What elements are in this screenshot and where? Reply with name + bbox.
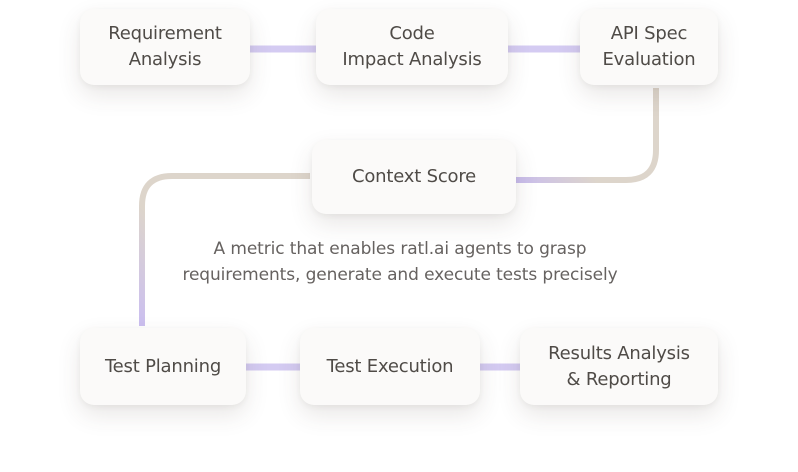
context-score-caption: A metric that enables ratl.ai agents to … [182, 239, 618, 285]
context-score-node: Context Score [312, 140, 516, 214]
api-spec-evaluation-node: API Spec Evaluation [580, 9, 718, 85]
connector-context-to-planning [139, 173, 310, 326]
test-execution-node: Test Execution [300, 328, 480, 405]
results-analysis-reporting-node: Results Analysis & Reporting [520, 328, 718, 405]
requirement-analysis-node: Requirement Analysis [80, 9, 250, 85]
code-impact-analysis-node: Code Impact Analysis [316, 9, 508, 85]
test-planning-node: Test Planning [80, 328, 246, 405]
connector-api-to-context [516, 88, 659, 183]
